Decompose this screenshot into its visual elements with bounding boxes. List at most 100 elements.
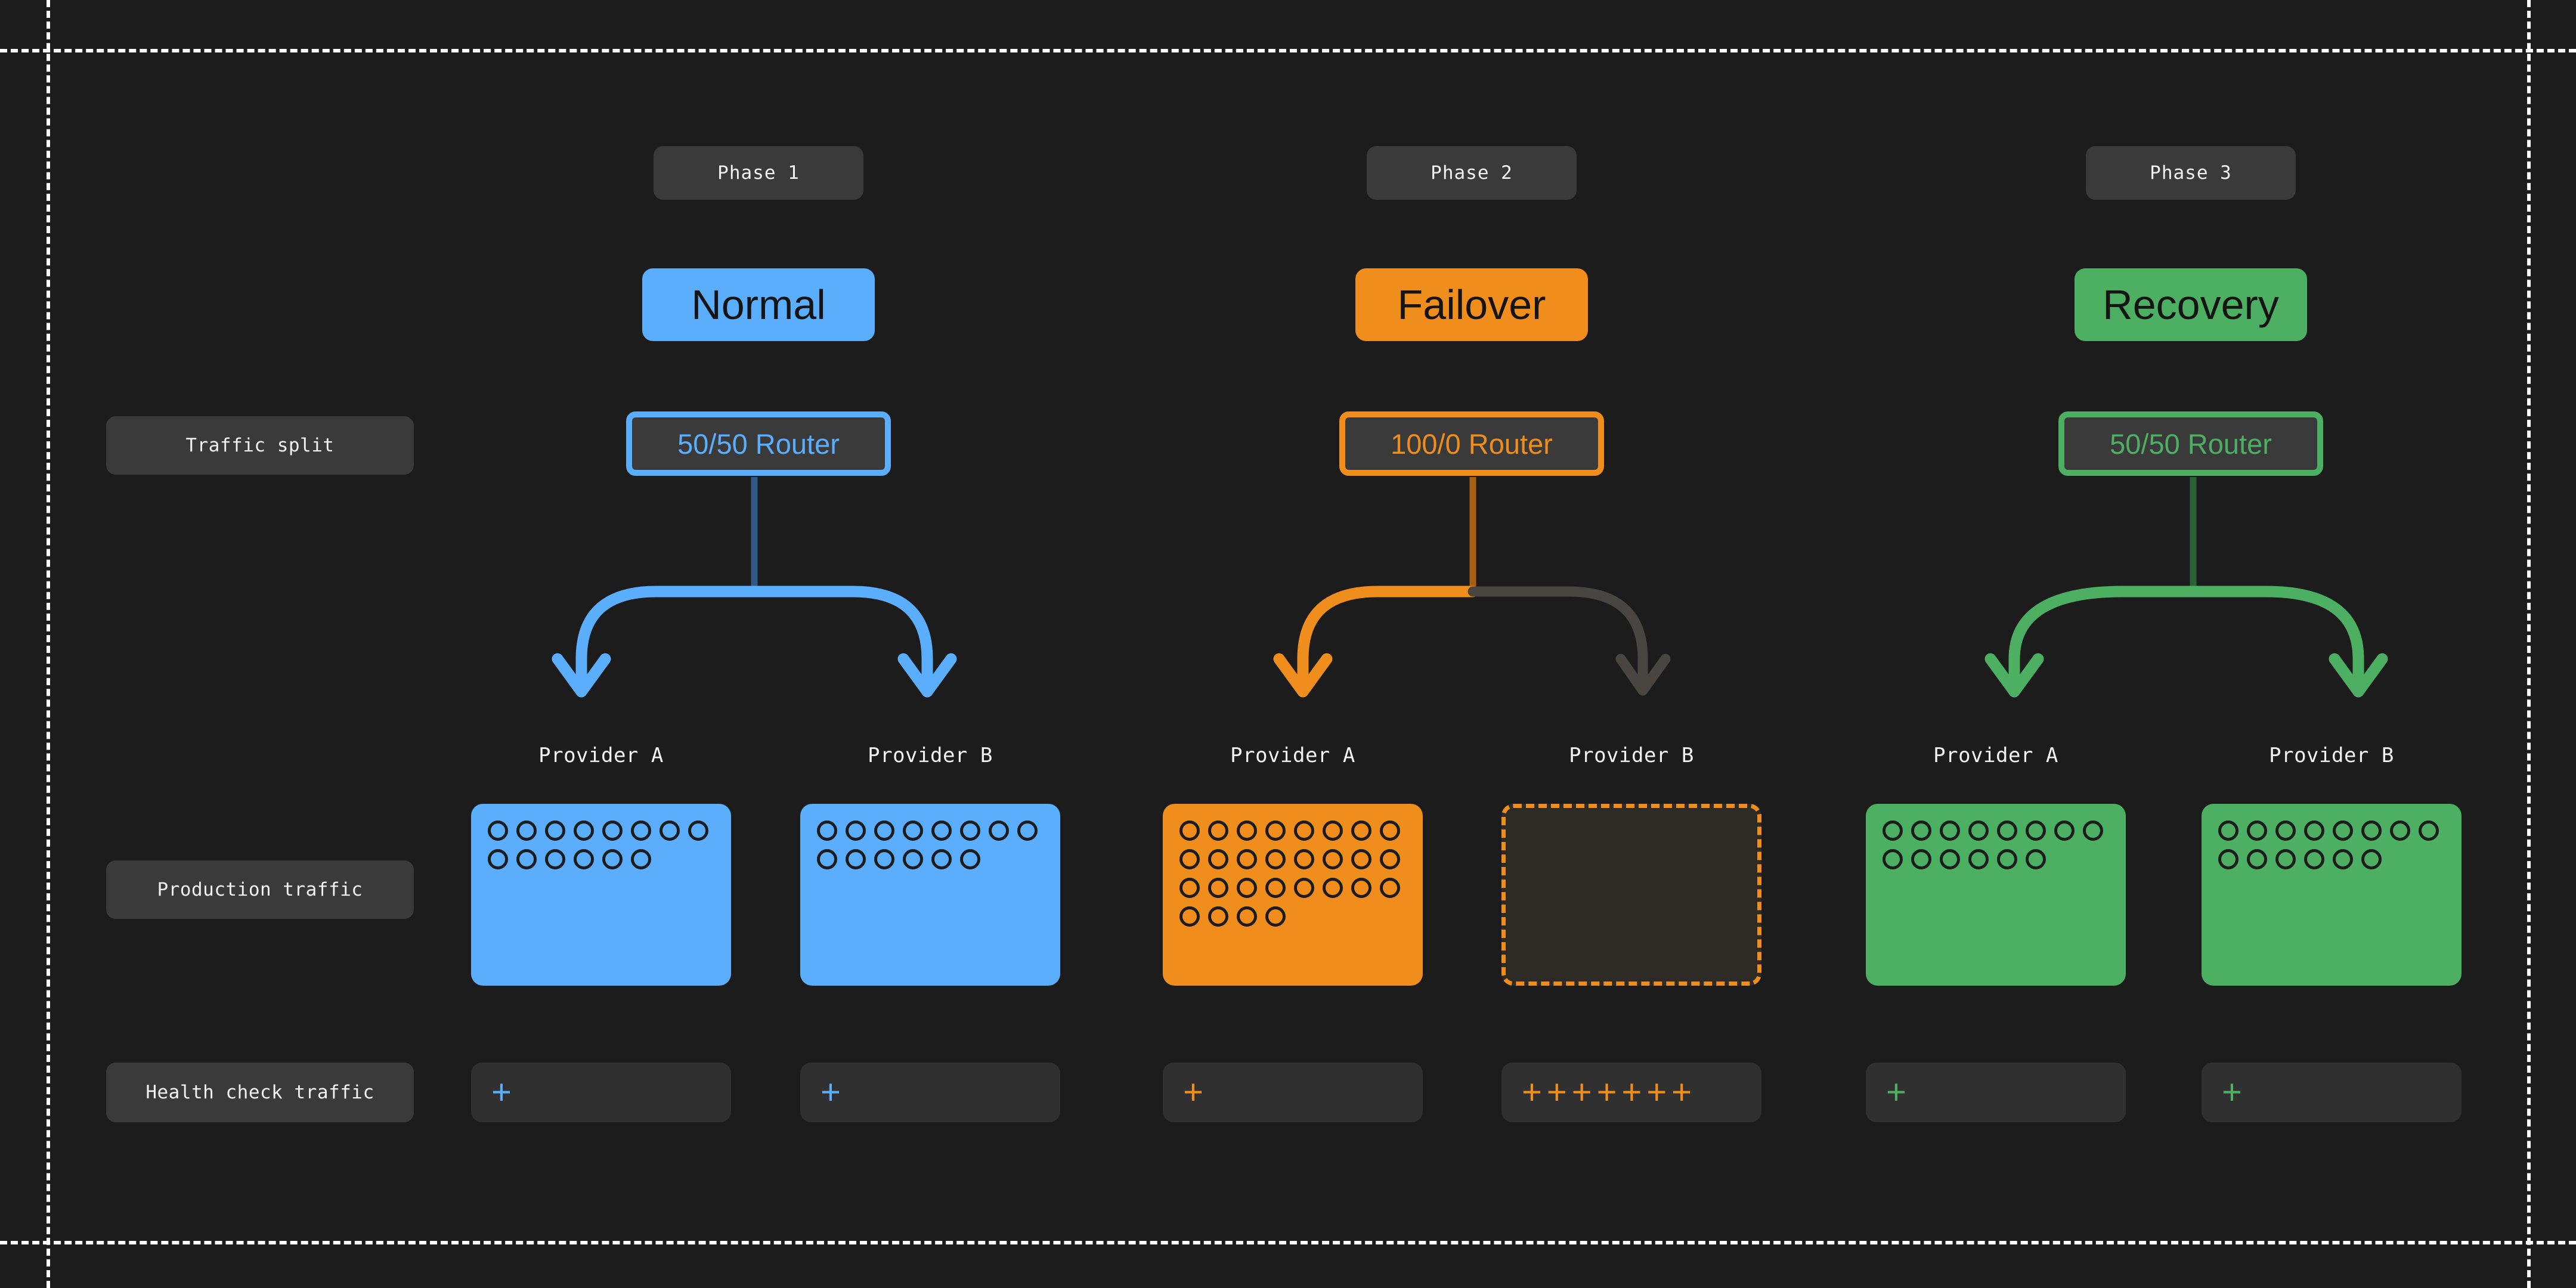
router-box-1[interactable]: 50/50 Router [626, 411, 891, 476]
state-pill-label: Failover [1397, 281, 1546, 328]
capacity-dot-grid [817, 821, 1060, 869]
router-label: 50/50 Router [677, 428, 840, 460]
capacity-dot [602, 849, 623, 869]
capacity-dot [1940, 821, 1960, 841]
capacity-dot [1237, 821, 1257, 841]
capacity-dot [1380, 878, 1400, 898]
capacity-dot [660, 821, 680, 841]
capacity-dot [602, 821, 623, 841]
capacity-dot [2026, 849, 2046, 869]
capacity-dot [488, 821, 508, 841]
capacity-dot [2304, 849, 2324, 869]
capacity-dot [2333, 821, 2353, 841]
capacity-dot [2333, 849, 2353, 869]
capacity-dot [1237, 906, 1257, 927]
capacity-dot [1997, 821, 2017, 841]
phase-chip-label: Phase 1 [717, 162, 800, 184]
guide-line-right [2527, 0, 2531, 1288]
capacity-dot [2083, 821, 2103, 841]
capacity-dot [516, 849, 537, 869]
capacity-dot [1265, 878, 1286, 898]
capacity-box-p1-b[interactable] [800, 804, 1060, 986]
router-box-2[interactable]: 100/0 Router [1339, 411, 1604, 476]
capacity-dot [2390, 821, 2410, 841]
capacity-dot [631, 821, 651, 841]
arrow-line-p2-b [1467, 586, 1648, 690]
capacity-dot-grid [1179, 821, 1423, 927]
capacity-dot [574, 821, 594, 841]
capacity-dot [2218, 849, 2238, 869]
capacity-dot [1237, 849, 1257, 869]
capacity-dot [574, 849, 594, 869]
plus-icon: + [1621, 1073, 1642, 1111]
provider-caption-text: Provider B [868, 744, 993, 767]
capacity-dot [1208, 849, 1228, 869]
plus-icon: + [491, 1073, 512, 1111]
capacity-box-p3-a[interactable] [1866, 804, 2126, 986]
plus-icon: + [1571, 1073, 1592, 1111]
capacity-dot [2419, 821, 2439, 841]
row-label-health-check-traffic: Health check traffic [106, 1063, 414, 1122]
router-label: 50/50 Router [2110, 428, 2272, 460]
provider-caption-text: Provider A [1933, 744, 2058, 767]
state-pill-2: Failover [1355, 268, 1588, 341]
state-pill-1: Normal [642, 268, 875, 341]
capacity-dot [1208, 906, 1228, 927]
capacity-dot [1968, 821, 1989, 841]
capacity-dot [545, 821, 565, 841]
router-box-3[interactable]: 50/50 Router [2058, 411, 2323, 476]
row-label-production-traffic: Production traffic [106, 860, 414, 919]
phase-chip-label: Phase 3 [2150, 162, 2232, 184]
row-label-traffic-split: Traffic split [106, 416, 414, 475]
row-label-text: Traffic split [185, 435, 335, 456]
connector-phase-2 [1273, 477, 1671, 698]
capacity-box-p2-b[interactable] [1501, 804, 1761, 986]
phase-chip-label: Phase 2 [1431, 162, 1513, 184]
capacity-dot [1179, 849, 1200, 869]
capacity-dot [874, 821, 894, 841]
provider-caption-text: Provider B [2269, 744, 2394, 767]
capacity-dot [1380, 821, 1400, 841]
plus-icon: + [2222, 1073, 2242, 1111]
capacity-dot [1237, 878, 1257, 898]
state-pill-label: Normal [691, 281, 826, 328]
arrowhead-p3-b [2329, 653, 2388, 698]
capacity-dot [931, 821, 952, 841]
capacity-dot [1294, 821, 1314, 841]
capacity-dot [1323, 878, 1343, 898]
capacity-dot [1323, 849, 1343, 869]
arrow-line-p1-a [575, 586, 760, 691]
provider-caption-p3-b: Provider B [2176, 741, 2487, 770]
capacity-dot [2361, 821, 2382, 841]
capacity-dot [1294, 849, 1314, 869]
capacity-dot [846, 821, 866, 841]
arrowhead-p2-a [1273, 653, 1333, 698]
capacity-box-p1-a[interactable] [471, 804, 731, 986]
health-check-box-p3-a[interactable]: + [1866, 1063, 2126, 1122]
health-check-box-p1-a[interactable]: + [471, 1063, 731, 1122]
capacity-dot [1017, 821, 1038, 841]
capacity-dot [960, 849, 980, 869]
provider-caption-text: Provider A [538, 744, 664, 767]
health-check-box-p2-a[interactable]: + [1163, 1063, 1423, 1122]
health-check-box-p1-b[interactable]: + [800, 1063, 1060, 1122]
health-check-box-p2-b[interactable]: +++++++ [1501, 1063, 1761, 1122]
state-pill-3: Recovery [2075, 268, 2307, 341]
capacity-box-p3-b[interactable] [2202, 804, 2462, 986]
capacity-dot [1911, 821, 1931, 841]
capacity-dot-grid [2218, 821, 2462, 869]
capacity-dot [1351, 821, 1371, 841]
capacity-dot [1265, 821, 1286, 841]
plus-icon: + [1596, 1073, 1617, 1111]
capacity-dot [931, 849, 952, 869]
provider-caption-p2-a: Provider A [1138, 741, 1448, 770]
capacity-dot [688, 821, 708, 841]
state-pill-label: Recovery [2103, 281, 2279, 328]
arrowhead-p3-a [1984, 653, 2044, 698]
arrow-line-p3-a [2008, 586, 2199, 691]
capacity-dot [2247, 821, 2267, 841]
capacity-dot [1883, 821, 1903, 841]
capacity-box-p2-a[interactable] [1163, 804, 1423, 986]
health-check-box-p3-b[interactable]: + [2202, 1063, 2462, 1122]
connector-phase-1 [552, 477, 957, 698]
